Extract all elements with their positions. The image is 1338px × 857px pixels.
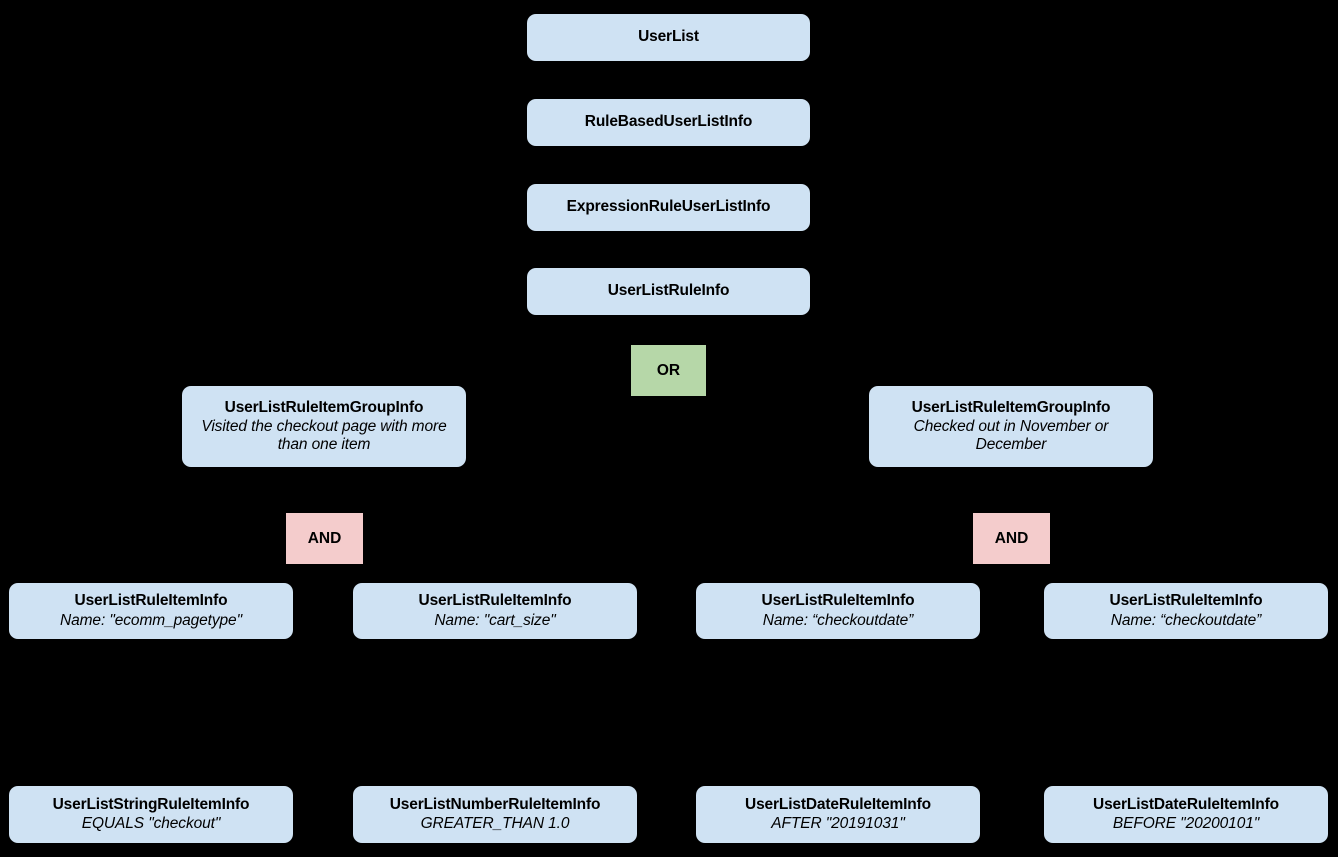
node-rule-item-group-info-left[interactable]: UserListRuleItemGroupInfo Visited the ch… (182, 386, 466, 467)
node-title: UserList (638, 28, 699, 46)
node-subtitle: BEFORE "20200101" (1112, 815, 1260, 832)
node-subtitle: Visited the checkout page with more than… (201, 417, 447, 454)
node-rule-item-info-1[interactable]: UserListRuleItemInfo Name: "ecomm_pagety… (9, 583, 293, 639)
operator-or[interactable]: OR (631, 345, 706, 396)
node-subtitle: Name: "ecomm_pagetype" (60, 611, 242, 629)
node-rule-item-info-2[interactable]: UserListRuleItemInfo Name: "cart_size" (353, 583, 637, 639)
node-expression-rule-user-list-info[interactable]: ExpressionRuleUserListInfo (527, 184, 810, 231)
node-subtitle: Checked out in November or December (913, 417, 1109, 454)
node-subtitle: GREATER_THAN 1.0 (420, 815, 570, 832)
node-title: UserListNumberRuleItemInfo (389, 795, 601, 813)
node-title: UserListDateRuleItemInfo (745, 795, 931, 813)
node-title: ExpressionRuleUserListInfo (566, 198, 771, 216)
node-title: UserListRuleItemInfo (1109, 592, 1263, 610)
node-title: UserListRuleItemInfo (418, 592, 572, 610)
node-rule-item-info-4[interactable]: UserListRuleItemInfo Name: “checkoutdate… (1044, 583, 1328, 639)
node-title: UserListStringRuleItemInfo (52, 795, 250, 813)
node-rule-item-info-3[interactable]: UserListRuleItemInfo Name: “checkoutdate… (696, 583, 980, 639)
node-subtitle: Name: “checkoutdate” (1110, 611, 1262, 629)
node-subtitle: EQUALS "checkout" (81, 815, 221, 832)
node-subtitle: Name: "cart_size" (434, 611, 556, 629)
node-title: UserListRuleItemInfo (74, 592, 228, 610)
node-title: RuleBasedUserListInfo (584, 113, 753, 131)
node-string-rule-item-info[interactable]: UserListStringRuleItemInfo EQUALS "check… (9, 786, 293, 843)
node-date-rule-item-info-before[interactable]: UserListDateRuleItemInfo BEFORE "2020010… (1044, 786, 1328, 843)
node-subtitle: Name: “checkoutdate” (762, 611, 914, 629)
node-rule-based-user-list-info[interactable]: RuleBasedUserListInfo (527, 99, 810, 146)
node-title: UserListRuleItemGroupInfo (911, 398, 1111, 416)
operator-and-right[interactable]: AND (973, 513, 1050, 564)
node-number-rule-item-info[interactable]: UserListNumberRuleItemInfo GREATER_THAN … (353, 786, 637, 843)
node-date-rule-item-info-after[interactable]: UserListDateRuleItemInfo AFTER "20191031… (696, 786, 980, 843)
node-title: UserListRuleInfo (607, 282, 730, 300)
operator-and-left[interactable]: AND (286, 513, 363, 564)
node-title: UserListDateRuleItemInfo (1093, 795, 1279, 813)
node-user-list[interactable]: UserList (527, 14, 810, 61)
operator-label: AND (994, 529, 1029, 547)
node-rule-item-group-info-right[interactable]: UserListRuleItemGroupInfo Checked out in… (869, 386, 1153, 467)
node-title: UserListRuleItemInfo (761, 592, 915, 610)
node-subtitle: AFTER "20191031" (771, 815, 905, 832)
operator-label: OR (656, 361, 681, 379)
node-title: UserListRuleItemGroupInfo (224, 398, 424, 416)
operator-label: AND (307, 529, 342, 547)
node-user-list-rule-info[interactable]: UserListRuleInfo (527, 268, 810, 315)
